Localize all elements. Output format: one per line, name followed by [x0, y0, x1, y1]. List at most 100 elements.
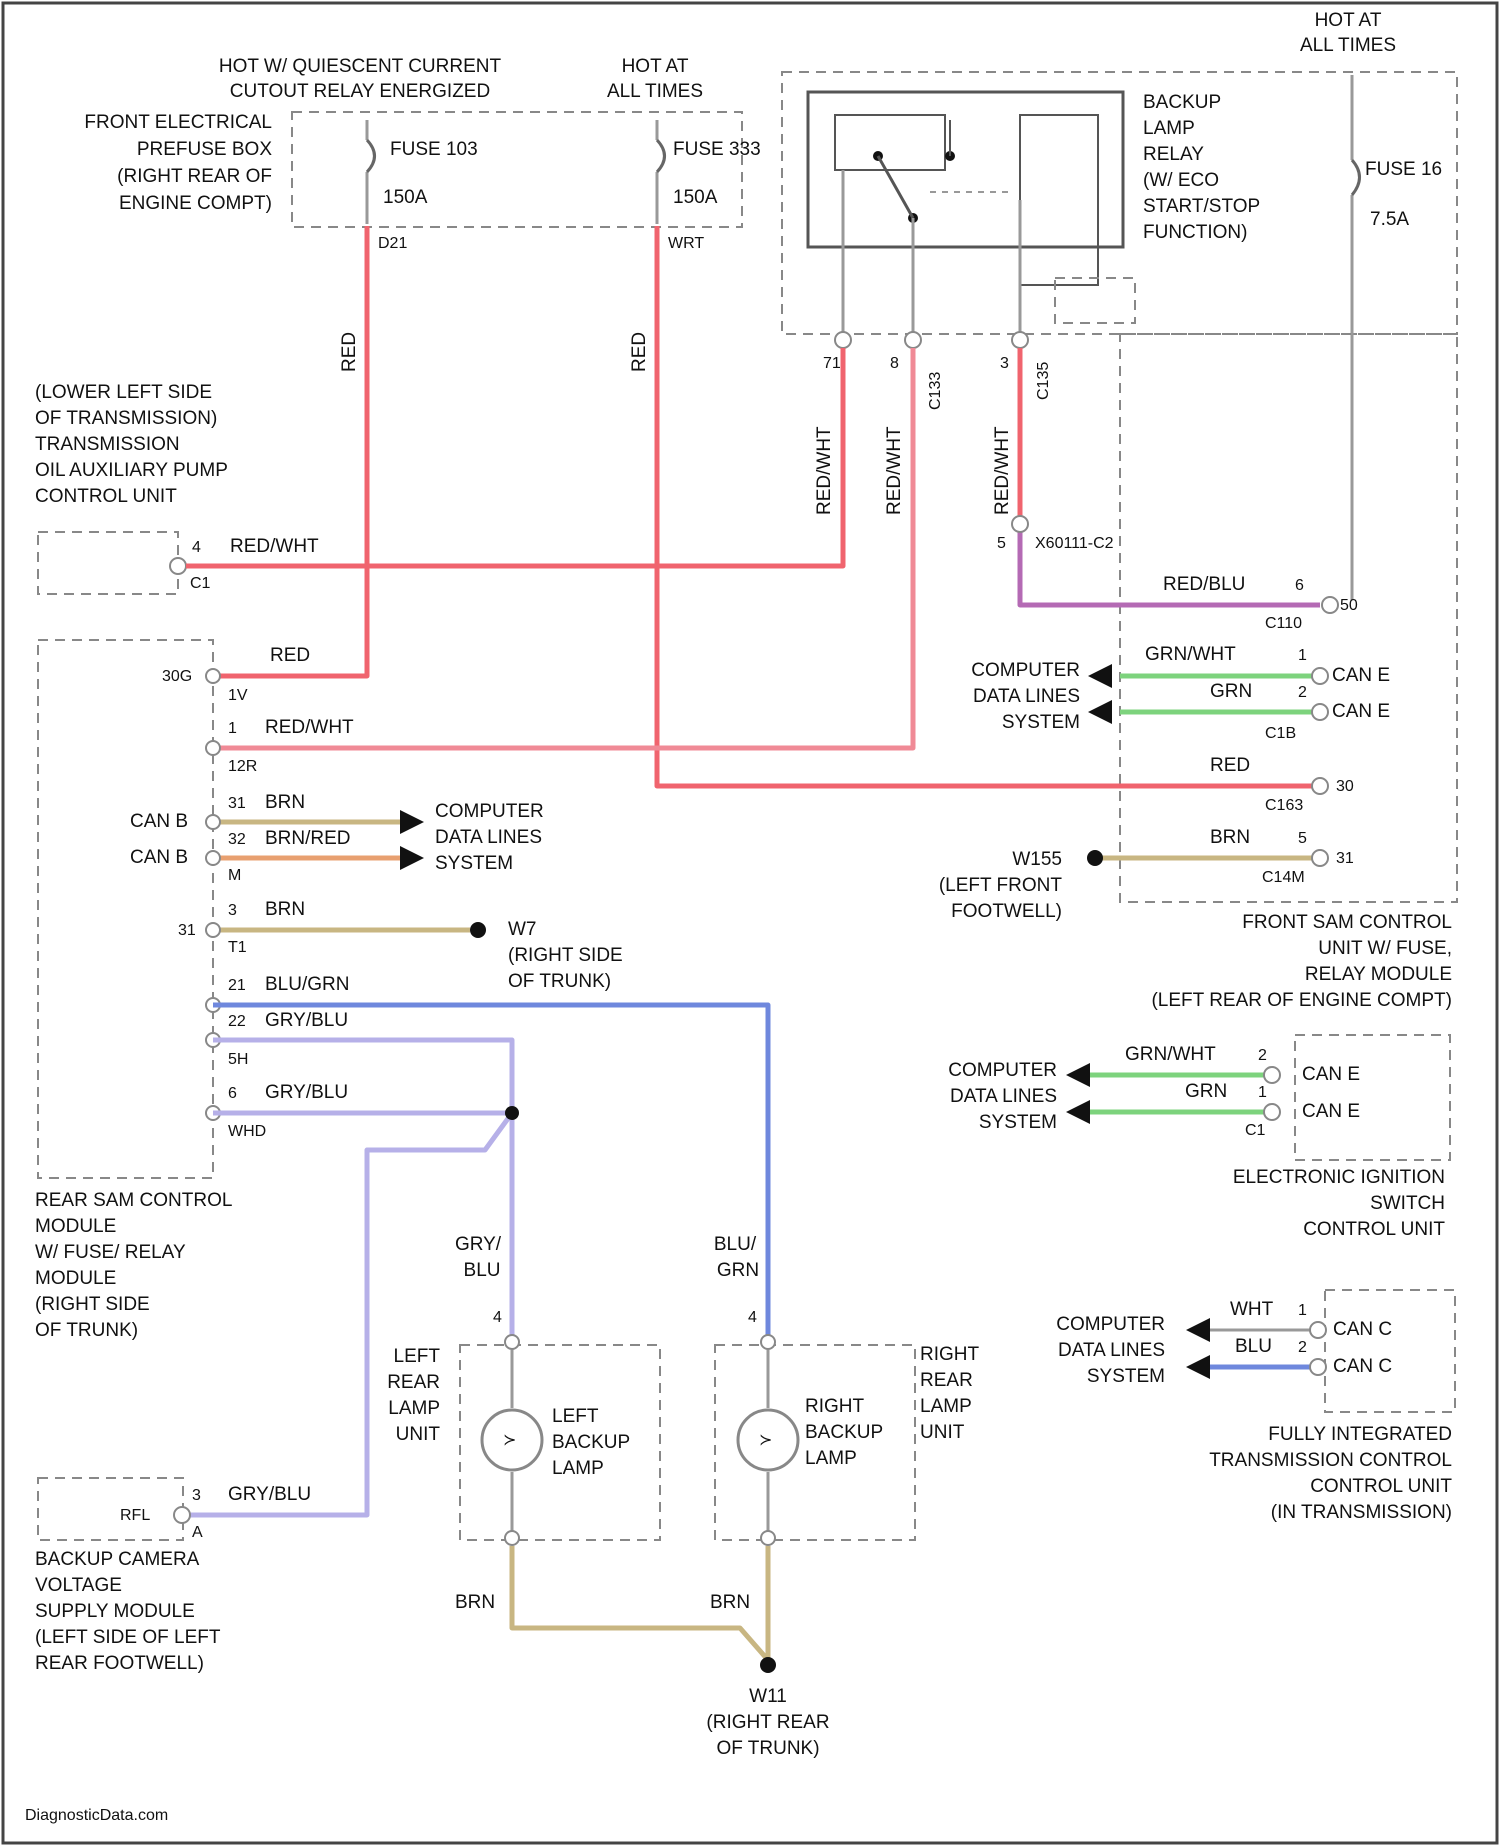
svg-text:LAMP: LAMP — [388, 1398, 440, 1419]
svg-text:OF TRANSMISSION): OF TRANSMISSION) — [35, 408, 217, 429]
svg-text:FRONT SAM CONTROL: FRONT SAM CONTROL — [1242, 912, 1452, 933]
wire-label-redwht-1: RED/WHT — [814, 426, 835, 515]
svg-text:7.5A: 7.5A — [1370, 209, 1409, 230]
wire-label-redwht-3: RED/WHT — [992, 426, 1013, 515]
svg-text:START/STOP: START/STOP — [1143, 196, 1260, 217]
svg-text:A: A — [192, 1524, 203, 1541]
svg-text:BRN/RED: BRN/RED — [265, 828, 351, 849]
svg-text:RED: RED — [270, 645, 310, 666]
svg-text:BLU/GRN: BLU/GRN — [265, 974, 349, 995]
svg-text:1: 1 — [228, 720, 237, 737]
svg-text:GRN/WHT: GRN/WHT — [1145, 644, 1236, 665]
ground-w155 — [1087, 850, 1103, 866]
svg-text:W7: W7 — [508, 919, 537, 940]
svg-text:BACKUP CAMERA: BACKUP CAMERA — [35, 1549, 200, 1570]
svg-text:BACKUP: BACKUP — [805, 1422, 883, 1443]
svg-text:1V: 1V — [228, 687, 248, 704]
svg-text:CAN E: CAN E — [1332, 665, 1390, 686]
svg-text:2: 2 — [1258, 1047, 1267, 1064]
svg-text:GRN: GRN — [1210, 681, 1252, 702]
svg-text:UNIT: UNIT — [396, 1424, 441, 1445]
svg-text:UNIT: UNIT — [920, 1422, 965, 1443]
svg-text:31: 31 — [1336, 850, 1354, 867]
svg-text:LAMP: LAMP — [805, 1448, 857, 1469]
rear-sam-rows: 30G RED 1V 1 RED/WHT 12R CAN B CAN B 31 … — [130, 645, 623, 1140]
svg-text:DATA LINES: DATA LINES — [973, 686, 1080, 707]
svg-text:BACKUP: BACKUP — [1143, 92, 1221, 113]
svg-text:FOOTWELL): FOOTWELL) — [951, 901, 1062, 922]
wire-grybl-camera — [190, 1113, 512, 1515]
svg-text:CAN E: CAN E — [1332, 701, 1390, 722]
svg-text:DATA LINES: DATA LINES — [950, 1086, 1057, 1107]
svg-text:GRN: GRN — [717, 1260, 759, 1281]
front-sam-can-lines: COMPUTER DATA LINES SYSTEM GRN/WHT GRN 1… — [971, 644, 1390, 742]
svg-text:RELAY MODULE: RELAY MODULE — [1305, 964, 1452, 985]
svg-text:GRY/BLU: GRY/BLU — [265, 1082, 348, 1103]
svg-text:UNIT W/ FUSE,: UNIT W/ FUSE, — [1318, 938, 1452, 959]
svg-text:BLU/: BLU/ — [714, 1234, 757, 1255]
svg-text:W11: W11 — [749, 1686, 787, 1707]
left-rear-lamp-unit: GRY/ BLU 4 ≻ LEFT BACKUP LAMP LEFT REAR … — [387, 1234, 660, 1545]
svg-text:(W/ ECO: (W/ ECO — [1143, 170, 1219, 191]
fuse-333-symbol — [657, 140, 665, 172]
svg-text:REAR SAM CONTROL: REAR SAM CONTROL — [35, 1190, 232, 1211]
svg-text:ENGINE COMPT): ENGINE COMPT) — [119, 193, 272, 214]
svg-text:(RIGHT REAR: (RIGHT REAR — [706, 1712, 829, 1733]
svg-text:1: 1 — [1298, 1302, 1307, 1319]
svg-text:(LEFT FRONT: (LEFT FRONT — [939, 875, 1063, 896]
ground-w11 — [760, 1657, 776, 1673]
svg-text:RED/WHT: RED/WHT — [265, 717, 354, 738]
svg-text:REAR: REAR — [387, 1372, 440, 1393]
svg-text:22: 22 — [228, 1013, 246, 1030]
fuse-16: FUSE 16 7.5A — [1352, 75, 1442, 600]
x-conn-pin: 5 — [997, 535, 1006, 552]
svg-text:32: 32 — [228, 831, 246, 848]
svg-text:LAMP: LAMP — [1143, 118, 1195, 139]
svg-text:BRN: BRN — [710, 1592, 750, 1613]
svg-text:W/ FUSE/ RELAY: W/ FUSE/ RELAY — [35, 1242, 186, 1263]
fuse-103-name: FUSE 103 — [390, 139, 478, 160]
svg-text:SUPPLY MODULE: SUPPLY MODULE — [35, 1601, 195, 1622]
svg-text:OF TRUNK): OF TRUNK) — [35, 1320, 138, 1341]
svg-text:FULLY INTEGRATED: FULLY INTEGRATED — [1268, 1424, 1452, 1445]
svg-text:TRANSMISSION: TRANSMISSION — [35, 434, 180, 455]
svg-text:(RIGHT SIDE: (RIGHT SIDE — [508, 945, 623, 966]
svg-text:LEFT: LEFT — [394, 1346, 441, 1367]
svg-text:CAN B: CAN B — [130, 847, 188, 868]
svg-text:6: 6 — [1295, 577, 1304, 594]
svg-text:12R: 12R — [228, 758, 257, 775]
hot-all-times-1-line1: HOT AT — [622, 56, 689, 77]
svg-text:30G: 30G — [162, 668, 192, 685]
right-rear-lamp-unit: BLU/ GRN 4 ≻ RIGHT BACKUP LAMP RIGHT REA… — [714, 1234, 980, 1545]
svg-text:≻: ≻ — [503, 1432, 516, 1449]
svg-text:3: 3 — [1000, 355, 1009, 372]
svg-text:C14M: C14M — [1262, 869, 1305, 886]
svg-text:FUSE 16: FUSE 16 — [1365, 159, 1442, 180]
svg-text:2: 2 — [1298, 684, 1307, 701]
svg-text:WHD: WHD — [228, 1123, 266, 1140]
svg-text:COMPUTER: COMPUTER — [948, 1060, 1057, 1081]
front-sam-label: FRONT SAM CONTROL UNIT W/ FUSE, RELAY MO… — [1151, 912, 1452, 1011]
wire-label-red-2: RED — [629, 332, 650, 372]
svg-text:GRN/WHT: GRN/WHT — [1125, 1044, 1216, 1065]
svg-text:C110: C110 — [1265, 615, 1302, 632]
svg-text:COMPUTER: COMPUTER — [1056, 1314, 1165, 1335]
hot-all-times-2-line2: ALL TIMES — [1300, 35, 1396, 56]
svg-text:(LEFT REAR OF ENGINE COMPT): (LEFT REAR OF ENGINE COMPT) — [1151, 990, 1452, 1011]
wire-grybl-left-lamp — [213, 1040, 512, 1342]
svg-text:BRN: BRN — [265, 899, 305, 920]
svg-text:CAN C: CAN C — [1333, 1319, 1392, 1340]
svg-text:BLU: BLU — [464, 1260, 501, 1281]
svg-text:BRN: BRN — [1210, 827, 1250, 848]
transmission-oil-pump-unit: (LOWER LEFT SIDE OF TRANSMISSION) TRANSM… — [35, 382, 319, 594]
svg-text:8: 8 — [890, 355, 899, 372]
svg-text:CONTROL UNIT: CONTROL UNIT — [1310, 1476, 1452, 1497]
wire-blugrn-right-lamp — [213, 1005, 768, 1342]
svg-text:BLU: BLU — [1235, 1336, 1272, 1357]
svg-text:CAN B: CAN B — [130, 811, 188, 832]
svg-text:CONTROL UNIT: CONTROL UNIT — [35, 486, 177, 507]
svg-text:(LEFT SIDE OF LEFT: (LEFT SIDE OF LEFT — [35, 1627, 221, 1648]
svg-text:4: 4 — [192, 539, 201, 556]
transmission-control-unit: COMPUTER DATA LINES SYSTEM WHT BLU 1 2 C… — [1056, 1290, 1455, 1523]
fuse-103-rating: 150A — [383, 187, 428, 208]
